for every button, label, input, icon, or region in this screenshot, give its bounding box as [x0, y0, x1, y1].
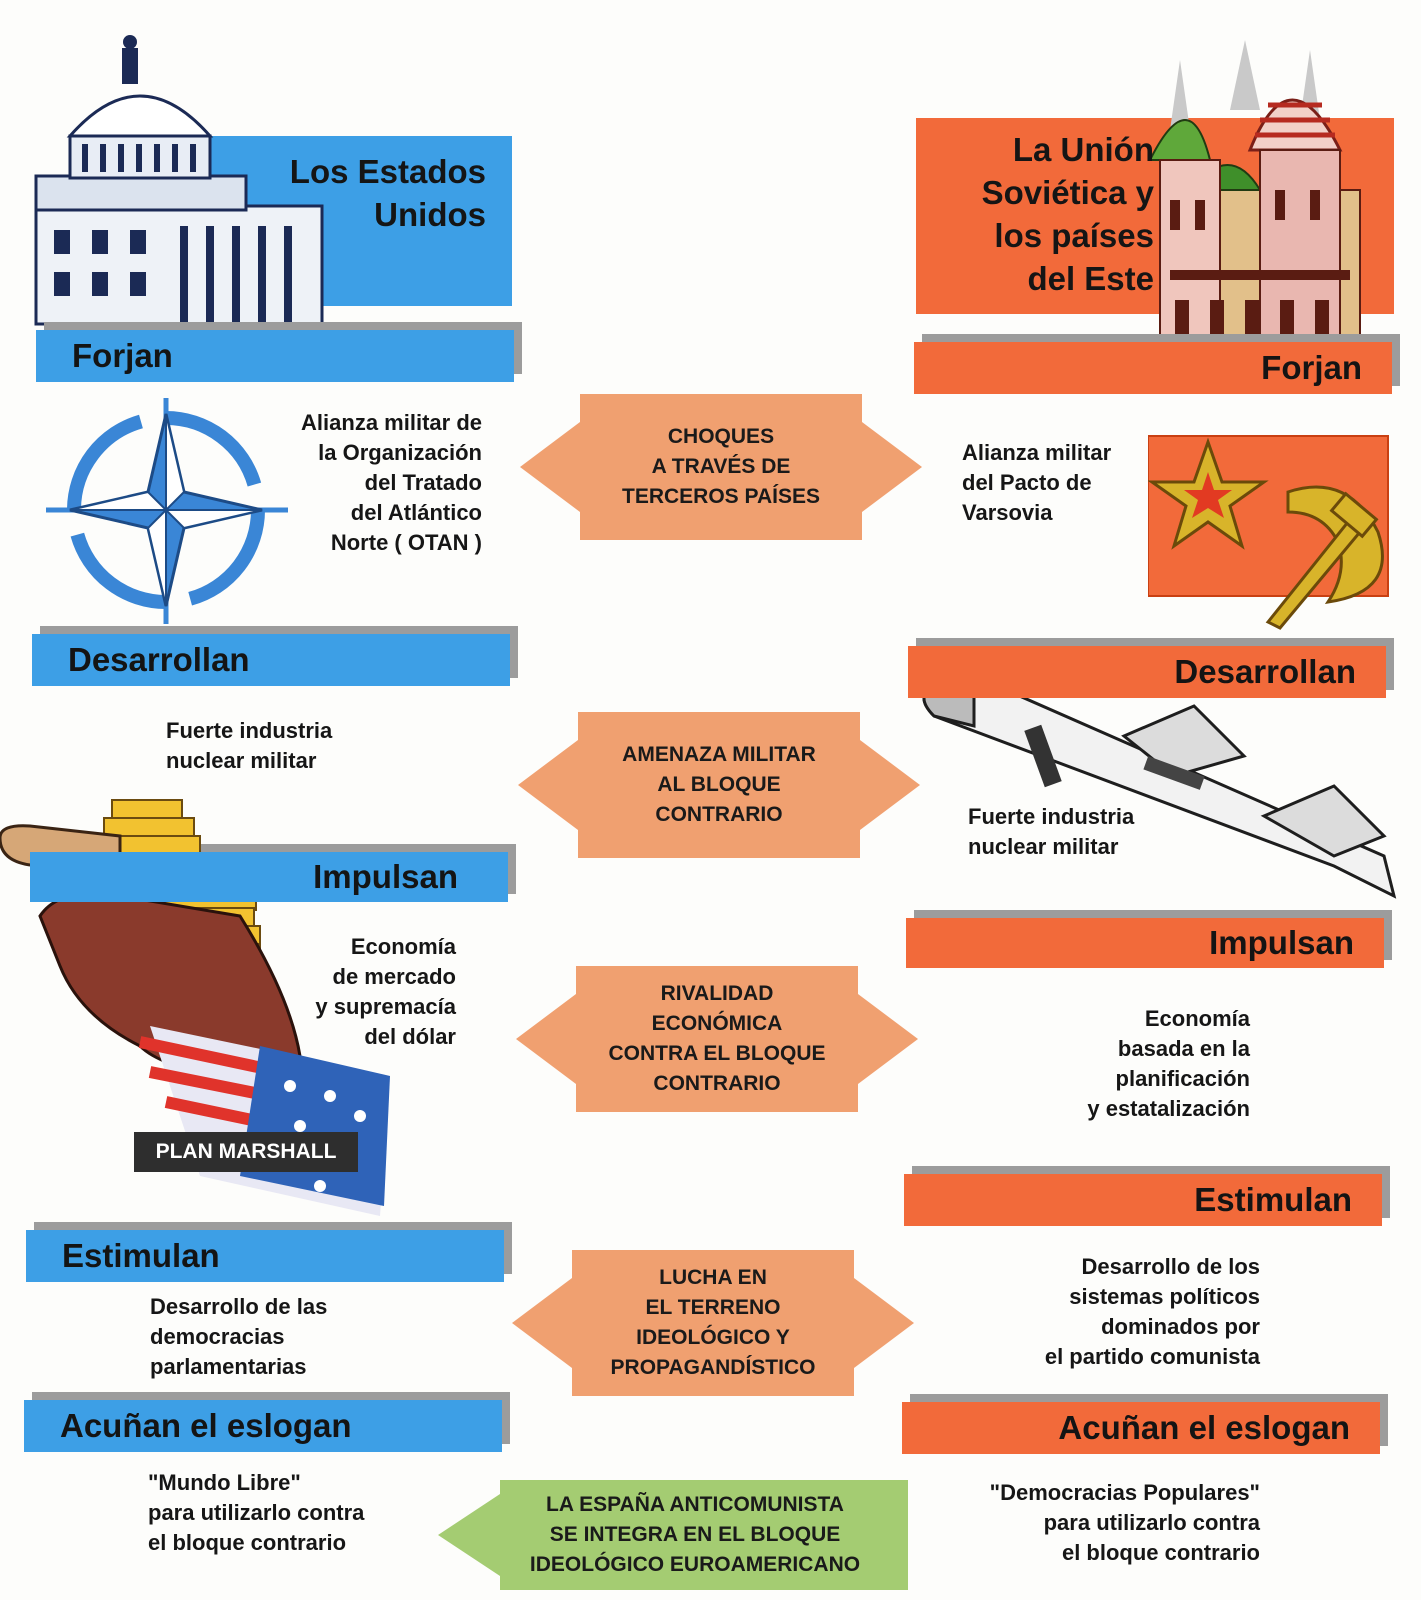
usa-eslogan-label: Acuñan el eslogan	[60, 1407, 352, 1444]
usa-desarrollan-label: Desarrollan	[68, 641, 250, 678]
usa-impulsan-label: Impulsan	[313, 858, 458, 895]
usa-estimulan-bar: Estimulan	[26, 1222, 512, 1282]
usa-estimulan-label: Estimulan	[62, 1237, 220, 1274]
ussr-eslogan-bar: Acuñan el eslogan	[902, 1394, 1388, 1454]
ussr-impulsan-text: Economía basada en la planificación y es…	[1087, 1006, 1250, 1121]
usa-title: Los Estados Unidos	[289, 153, 486, 233]
usa-impulsan-text: Economía de mercado y supremacía del dól…	[315, 934, 456, 1049]
arrow-spain: LA ESPAÑA ANTICOMUNISTA SE INTEGRA EN EL…	[438, 1480, 908, 1590]
ussr-eslogan-label: Acuñan el eslogan	[1058, 1409, 1350, 1446]
usa-eslogan-text: "Mundo Libre" para utilizarlo contra el …	[148, 1470, 365, 1555]
arrow-lucha: LUCHA EN EL TERRENO IDEOLÓGICO Y PROPAGA…	[512, 1250, 914, 1396]
usa-desarrollan-bar: Desarrollan	[32, 626, 518, 686]
arrow-lucha-label: LUCHA EN EL TERRENO IDEOLÓGICO Y PROPAGA…	[610, 1266, 816, 1379]
ussr-estimulan-label: Estimulan	[1194, 1181, 1352, 1218]
arrow-spain-label: LA ESPAÑA ANTICOMUNISTA SE INTEGRA EN EL…	[529, 1493, 861, 1576]
arrow-amenaza: AMENAZA MILITAR AL BLOQUE CONTRARIO	[518, 712, 920, 858]
usa-estimulan-text: Desarrollo de las democracias parlamenta…	[150, 1294, 328, 1379]
usa-forjan-text: Alianza militar de la Organización del T…	[301, 410, 482, 555]
ussr-title: La Unión Soviética y los países del Este	[981, 131, 1154, 297]
nuclear-missile-illustration	[922, 674, 1397, 899]
usa-forjan-label: Forjan	[72, 337, 173, 374]
nato-compass-emblem	[46, 398, 288, 624]
ussr-estimulan-text: Desarrollo de los sistemas políticos dom…	[1044, 1254, 1260, 1369]
arrow-amenaza-label: AMENAZA MILITAR AL BLOQUE CONTRARIO	[622, 743, 816, 826]
usa-eslogan-bar: Acuñan el eslogan	[24, 1392, 510, 1452]
usa-impulsan-bar: Impulsan	[30, 844, 516, 902]
ussr-forjan-text: Alianza militar del Pacto de Varsovia	[962, 440, 1112, 525]
ussr-desarrollan-text: Fuerte industria nuclear militar	[968, 804, 1135, 859]
kremlin-cathedral-illustration	[1150, 40, 1361, 340]
ussr-desarrollan-label: Desarrollan	[1174, 653, 1356, 690]
marshall-plan-hand-illustration	[0, 799, 390, 1216]
capitol-building-illustration	[34, 35, 324, 326]
arrow-choques: CHOQUES A TRAVÉS DE TERCEROS PAÍSES	[520, 394, 922, 540]
arrow-rivalidad-label: RIVALIDAD ECONÓMICA CONTRA EL BLOQUE CON…	[608, 982, 826, 1095]
ussr-impulsan-label: Impulsan	[1209, 924, 1354, 961]
usa-forjan-bar: Forjan	[36, 322, 522, 382]
arrow-rivalidad: RIVALIDAD ECONÓMICA CONTRA EL BLOQUE CON…	[516, 966, 918, 1112]
plan-marshall-label: PLAN MARSHALL	[155, 1140, 337, 1163]
ussr-eslogan-text: "Democracias Populares" para utilizarlo …	[989, 1480, 1260, 1565]
usa-desarrollan-text: Fuerte industria nuclear militar	[166, 718, 333, 773]
ussr-forjan-label: Forjan	[1261, 349, 1362, 386]
ussr-desarrollan-bar: Desarrollan	[908, 638, 1394, 698]
ussr-forjan-bar: Forjan	[914, 334, 1400, 394]
arrow-choques-label: CHOQUES A TRAVÉS DE TERCEROS PAÍSES	[622, 425, 820, 508]
ussr-impulsan-bar: Impulsan	[906, 910, 1392, 968]
soviet-star-hammer-sickle	[1148, 435, 1389, 630]
ussr-estimulan-bar: Estimulan	[904, 1166, 1390, 1226]
